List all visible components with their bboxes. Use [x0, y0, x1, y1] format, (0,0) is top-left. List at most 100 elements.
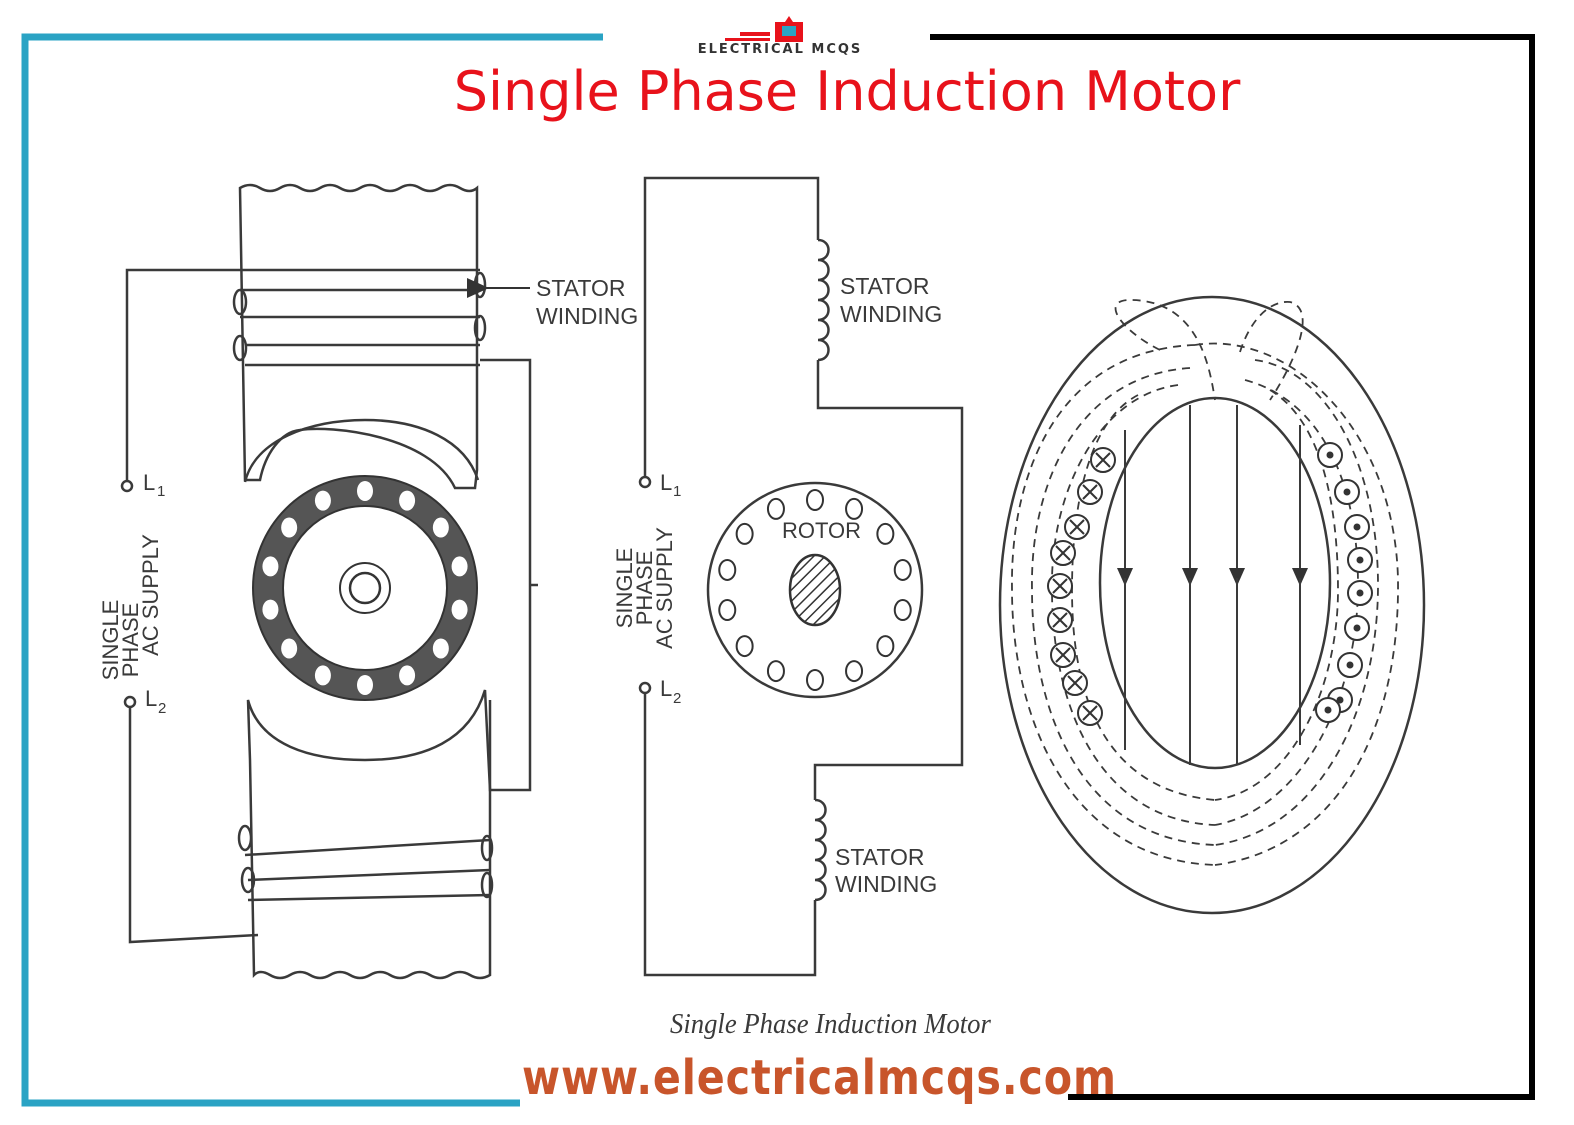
rotor-slot — [893, 558, 912, 581]
brand-logo: ELECTRICAL MCQS — [640, 14, 920, 64]
rotor-slot — [806, 489, 824, 511]
rotor-slot — [893, 599, 912, 622]
conductor-dot-icon — [1315, 697, 1341, 723]
rotor-slot — [845, 660, 864, 683]
left-supply-line1: SINGLE — [98, 600, 123, 681]
rotor-slot — [718, 599, 737, 622]
schematic-rotor-parts: ROTOR STATOR WINDING STATOR WINDING L 1 … — [612, 273, 942, 897]
terminal-l2 — [123, 695, 137, 709]
rotor-slot — [876, 522, 895, 545]
mid-l1-sub: 1 — [673, 483, 681, 500]
stator-outer — [998, 295, 1426, 915]
frame-right-border — [930, 34, 1535, 1100]
mid-l1-label: L — [660, 470, 672, 495]
logo-icon — [725, 16, 803, 42]
logo-text: ELECTRICAL MCQS — [697, 42, 863, 57]
left-l1-label: L — [143, 470, 155, 495]
conductor-cross-icon — [1090, 447, 1116, 473]
lower-coil-symbol — [814, 798, 827, 902]
left-l1-sub: 1 — [157, 483, 165, 500]
mid-l2-sub: 2 — [673, 690, 681, 707]
upper-pole-body — [238, 183, 479, 490]
website-link[interactable]: www.electricalmcqs.com — [522, 1050, 1117, 1106]
conductor-dot-icon — [1344, 615, 1370, 641]
left-l2-sub: 2 — [158, 700, 166, 717]
rotor-slot — [876, 635, 895, 658]
lead-l2 — [128, 702, 259, 944]
rotor-slot — [399, 665, 416, 686]
rotor-circle — [1098, 396, 1332, 770]
conductor-dot-icon — [1347, 580, 1373, 606]
physical-motor-view — [120, 183, 538, 980]
schematic-terminal-l1 — [638, 475, 652, 489]
conductor-dot-icon — [1344, 514, 1370, 540]
rotor-slot — [314, 665, 331, 686]
flux-lines — [1011, 299, 1399, 866]
lower-pole-body — [246, 689, 492, 980]
left-supply-line3: AC SUPPLY — [138, 534, 163, 656]
conductor-cross-icon — [1047, 607, 1073, 633]
rotor-slot — [735, 522, 754, 545]
rotor-label: ROTOR — [782, 518, 861, 543]
mid-stator-lower-line2: WINDING — [835, 871, 937, 897]
figure-caption: Single Phase Induction Motor — [670, 1008, 991, 1040]
left-rotor — [252, 475, 478, 701]
terminal-l1 — [120, 479, 134, 493]
rotor-slot — [766, 660, 785, 683]
conductor-cross-icon — [1062, 670, 1088, 696]
frame-left-border — [21, 33, 603, 1107]
rotor-shaft — [788, 553, 842, 627]
conductors-out-of-page — [1315, 442, 1373, 723]
mid-stator-upper-line1: STATOR — [840, 273, 929, 299]
upper-coil-symbol — [817, 238, 830, 362]
conductor-dot-icon — [1347, 547, 1373, 573]
conductor-dot-icon — [1337, 652, 1363, 678]
conductors-into-page — [1047, 447, 1116, 726]
flux-arrows — [1117, 405, 1308, 765]
rotor-slot — [766, 497, 785, 520]
conductor-cross-icon — [1077, 700, 1103, 726]
conductor-cross-icon — [1047, 573, 1073, 599]
rotor-slot — [262, 599, 279, 620]
rotor-slot — [281, 517, 298, 538]
conductor-cross-icon — [1050, 642, 1076, 668]
mid-stator-upper-line2: WINDING — [840, 301, 942, 327]
conductor-dot-icon — [1317, 442, 1343, 468]
rotor-slot — [357, 675, 373, 695]
schematic-terminal-l2 — [638, 681, 652, 695]
rotor-slot — [451, 556, 468, 577]
rotor-slot — [262, 556, 279, 577]
rotor-slot — [314, 490, 331, 511]
left-supply-line2: PHASE — [118, 603, 143, 678]
lead-l1 — [125, 268, 480, 485]
rotor-slot — [399, 490, 416, 511]
left-l2-label: L — [145, 686, 157, 711]
conductor-dot-icon — [1334, 479, 1360, 505]
conductor-cross-icon — [1077, 479, 1103, 505]
rotor-slot — [845, 497, 864, 520]
left-supply-label: SINGLE PHASE AC SUPPLY L 1 L 2 STATOR WI… — [98, 275, 638, 717]
rotor-slot — [451, 599, 468, 620]
mid-supply-line1: SINGLE — [612, 548, 637, 629]
mid-l2-label: L — [660, 676, 672, 701]
mid-supply-line2: PHASE — [632, 551, 657, 626]
left-stator-label-line2: WINDING — [536, 303, 638, 329]
rotor-slot — [432, 517, 449, 538]
conductor-cross-icon — [1064, 514, 1090, 540]
mid-supply-line3: AC SUPPLY — [652, 527, 677, 649]
page-title: Single Phase Induction Motor — [453, 60, 1241, 123]
rotor-slot — [735, 635, 754, 658]
conductor-cross-icon — [1050, 540, 1076, 566]
rotor-slot — [718, 558, 737, 581]
left-stator-label-line1: STATOR — [536, 275, 625, 301]
rotor-slot — [357, 481, 373, 501]
upper-pole-shoe — [243, 418, 480, 483]
rotor-slot — [432, 638, 449, 659]
lead-right-loop — [480, 358, 532, 792]
rotor-slot — [281, 638, 298, 659]
mid-stator-lower-line1: STATOR — [835, 844, 924, 870]
rotor-slot — [806, 669, 824, 691]
